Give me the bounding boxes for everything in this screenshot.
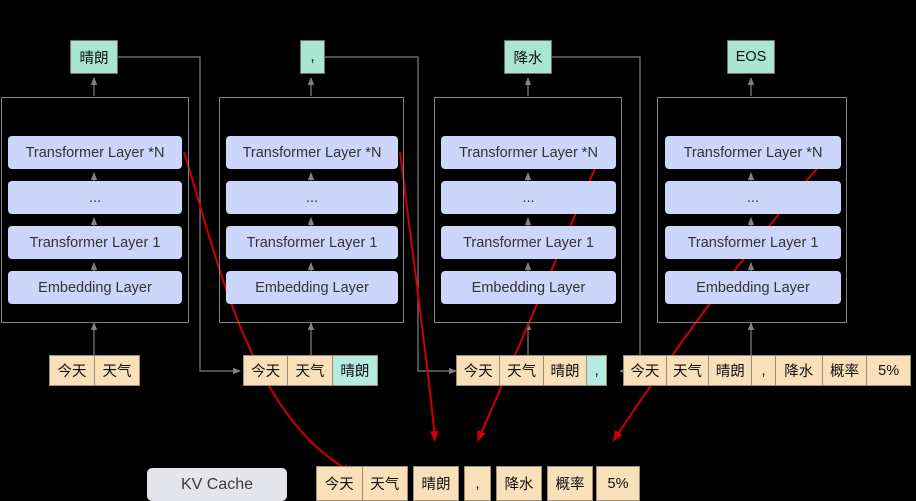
layer-embedding-step-2: Embedding Layer [226, 271, 398, 304]
layer-ellipsis-step-2: ... [226, 181, 398, 214]
token-cell: 晴朗 [709, 356, 753, 385]
layer-ellipsis-step-4: ... [665, 181, 841, 214]
kv-cache-group-2: , [464, 466, 491, 501]
token-cell: 天气 [666, 356, 710, 385]
output-token-step-4: EOS [727, 40, 775, 74]
kv-token-cell: 5% [607, 475, 629, 492]
token-cell: 5% [867, 356, 910, 385]
layer-transformer-1-step-1: Transformer Layer 1 [8, 226, 182, 259]
token-cell: 概率 [822, 356, 868, 385]
layer-transformer-n-step-3: Transformer Layer *N [441, 136, 616, 169]
token-cell: 晴朗 [543, 356, 588, 385]
output-token-step-1: 晴朗 [70, 40, 118, 74]
kv-token-cell: 今天 [317, 467, 363, 500]
kv-cache-group-1: 晴朗 [413, 466, 459, 501]
model-column-step-2: Transformer Layer *N ... Transformer Lay… [219, 97, 404, 323]
layer-transformer-1-step-4: Transformer Layer 1 [665, 226, 841, 259]
layer-transformer-n-step-4: Transformer Layer *N [665, 136, 841, 169]
layer-transformer-1-step-2: Transformer Layer 1 [226, 226, 398, 259]
layer-ellipsis-step-1: ... [8, 181, 182, 214]
token-cell: 天气 [500, 356, 544, 385]
layer-transformer-n-step-1: Transformer Layer *N [8, 136, 182, 169]
layer-embedding-step-4: Embedding Layer [665, 271, 841, 304]
layer-ellipsis-step-3: ... [441, 181, 616, 214]
input-sequence-step-2: 今天 天气 晴朗 [243, 355, 378, 386]
input-sequence-step-1: 今天 天气 [49, 355, 140, 386]
layer-flow-arrows [90, 77, 755, 355]
token-cell: 今天 [624, 356, 667, 385]
token-cell-new: , [587, 356, 607, 385]
token-cell-new: 晴朗 [332, 356, 378, 385]
layer-embedding-step-1: Embedding Layer [8, 271, 182, 304]
model-column-step-1: Transformer Layer *N ... Transformer Lay… [1, 97, 189, 323]
token-cell: 天气 [288, 356, 333, 385]
kv-token-cell: 天气 [370, 477, 400, 493]
kv-token-cell: 概率 [555, 477, 585, 493]
input-sequence-step-3: 今天 天气 晴朗 , [456, 355, 607, 386]
token-cell: 今天 [457, 356, 501, 385]
token-cell: 天气 [95, 356, 139, 385]
kv-token-cell: 降水 [504, 477, 534, 493]
token-cell: 今天 [244, 356, 289, 385]
output-token-step-2: , [300, 40, 325, 74]
model-column-step-4: Transformer Layer *N ... Transformer Lay… [657, 97, 847, 323]
kv-cache-group-0: 今天 天气 [316, 466, 408, 501]
model-column-step-3: Transformer Layer *N ... Transformer Lay… [434, 97, 622, 323]
token-cell: , [752, 356, 776, 385]
kv-cache-group-5: 5% [596, 466, 640, 501]
input-sequence-step-4: 今天 天气 晴朗 , 降水 概率 5% [623, 355, 911, 386]
layer-transformer-1-step-3: Transformer Layer 1 [441, 226, 616, 259]
kv-token-cell: 晴朗 [421, 477, 451, 493]
kv-cache-group-4: 概率 [547, 466, 593, 501]
layer-embedding-step-3: Embedding Layer [441, 271, 616, 304]
kv-token-cell: , [475, 475, 480, 492]
kv-cache-label: KV Cache [147, 468, 287, 501]
token-cell: 降水 [775, 356, 823, 385]
output-token-step-3: 降水 [504, 40, 552, 74]
token-cell: 今天 [50, 356, 95, 385]
kv-cache-group-3: 降水 [496, 466, 542, 501]
layer-transformer-n-step-2: Transformer Layer *N [226, 136, 398, 169]
